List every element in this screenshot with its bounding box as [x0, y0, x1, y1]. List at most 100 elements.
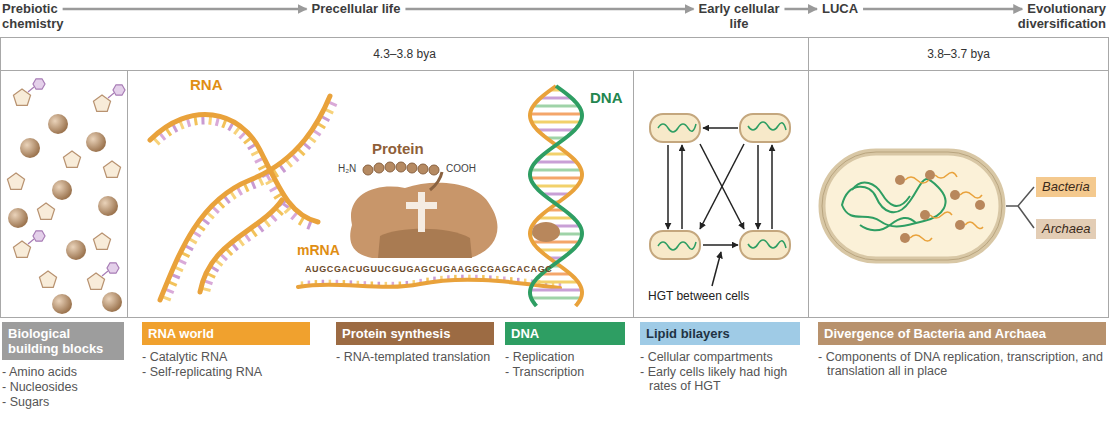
rna-strand-part — [200, 200, 282, 292]
luca-cell-part — [1006, 187, 1034, 228]
taxon-box: Bacteria — [1036, 177, 1096, 197]
base-pairs-part — [540, 97, 571, 100]
building-blocks-part — [33, 79, 45, 89]
feature-list: - Components of DNA replication, transcr… — [818, 350, 1106, 379]
early-cells-part — [650, 114, 790, 259]
luca-cell-part-part — [935, 172, 957, 178]
timeline-arrow — [784, 8, 816, 11]
early-cells — [650, 114, 790, 286]
feature-list: - Amino acids- Nucleosides- Sugars — [2, 365, 126, 410]
stage-heading: DNA — [511, 326, 619, 341]
date-band: 4.3–3.8 bya — [0, 37, 809, 71]
mrna-strand — [298, 275, 560, 288]
panel-frame-part — [633, 71, 634, 318]
stage-label: LUCA — [816, 1, 864, 16]
building-blocks-part — [37, 203, 54, 219]
terminus-label: COOH — [446, 163, 476, 174]
list-item: - Catalytic RNA — [142, 350, 324, 364]
ribosome-part-part — [363, 165, 373, 175]
early-cells-part-part — [667, 145, 669, 229]
molecule-label: mRNA — [297, 243, 340, 258]
luca-cell-part-part — [900, 233, 910, 243]
molecule-label: DNA — [590, 90, 623, 107]
building-blocks-part — [8, 208, 28, 228]
stage-label: Precellular life — [292, 1, 420, 16]
building-blocks-part — [63, 151, 80, 167]
building-blocks-part — [48, 114, 68, 134]
luca-cell-part-part — [975, 200, 985, 210]
building-blocks-part — [7, 173, 24, 189]
early-cells-part-part — [748, 122, 786, 130]
timeline-arrow — [63, 8, 307, 11]
luca-cell-part-part — [920, 210, 930, 220]
base-pairs-part — [536, 161, 577, 164]
mrna-strand-part — [298, 280, 560, 288]
ribosome-part — [350, 183, 497, 258]
luca-cell-part — [852, 182, 916, 230]
early-cells-part-part — [703, 127, 738, 129]
building-blocks-part — [28, 239, 34, 244]
date-range: 4.3–3.8 bya — [373, 47, 436, 61]
stage-name: Early cellular life — [690, 1, 788, 31]
feature-list: - Replication- Transcription — [505, 350, 631, 380]
panel-frame-part — [1, 71, 1109, 318]
list-item: - Cellular compartments — [640, 350, 804, 364]
list-item: - Components of DNA replication, transcr… — [818, 350, 1106, 378]
early-cells-part — [668, 128, 772, 286]
base-pairs-part — [533, 105, 578, 108]
list-item: - Amino acids — [2, 365, 126, 379]
building-blocks-part — [52, 180, 72, 200]
luca-cell-part-part — [895, 175, 905, 185]
list-item: - RNA-templated translation — [336, 350, 501, 364]
stage-heading: Divergence of Bacteria and Archaea — [824, 326, 1100, 341]
panel-frame — [1, 71, 1109, 318]
list-item: - Sugars — [2, 395, 126, 409]
building-blocks-part — [20, 138, 40, 158]
list-item: - Transcription — [505, 365, 631, 379]
stage-name: LUCA — [816, 1, 864, 16]
early-cells-part-part — [748, 240, 786, 248]
building-blocks-part — [86, 132, 106, 152]
stage-name: Prebiotic chemistry — [2, 1, 82, 31]
molecule-label: Protein — [372, 141, 424, 158]
date-band: 3.8–3.7 bya — [808, 37, 1109, 71]
list-item: - Early cells likely had high rates of H… — [640, 365, 804, 393]
luca-cell-part-part — [905, 177, 929, 183]
stage-name: Precellular life — [292, 1, 420, 16]
list-item: - Self-replicating RNA — [142, 365, 324, 379]
ribosome-part — [378, 229, 472, 258]
stage-heading: Biological building blocks — [8, 326, 118, 356]
building-blocks-part — [107, 263, 119, 273]
early-cells-part-part — [700, 144, 744, 229]
dna-helix-part — [532, 222, 560, 242]
timeline-arrow — [863, 8, 1022, 11]
luca-cell-part — [895, 170, 985, 243]
stage-heading-box: Divergence of Bacteria and Archaea- Comp… — [818, 322, 1106, 345]
taxon-box: Archaea — [1036, 219, 1096, 239]
base-pairs-part — [531, 169, 582, 172]
callout-label: HGT between cells — [648, 290, 749, 303]
stage-heading: Protein synthesis — [342, 326, 488, 341]
ribosome — [350, 162, 497, 258]
stage-heading-box: DNA- Replication- Transcription — [505, 322, 625, 345]
list-item: - Nucleosides — [2, 380, 126, 394]
base-pairs-part — [538, 217, 573, 220]
ribosome-part — [418, 192, 425, 232]
base-pairs-part — [539, 249, 572, 252]
luca-cell-part — [905, 172, 983, 241]
base-pairs-part — [535, 185, 578, 188]
early-cells-part-part — [700, 144, 744, 229]
luca-cell-part-part — [910, 235, 932, 241]
early-cells-part-part — [771, 145, 773, 229]
building-blocks-part — [93, 233, 110, 249]
building-blocks-part — [98, 196, 118, 216]
building-blocks-part — [108, 93, 114, 98]
early-cells-part-part — [703, 244, 738, 246]
ribosome-part — [363, 162, 439, 175]
base-rungs — [153, 115, 312, 230]
early-cells-part-part — [681, 145, 683, 229]
building-blocks — [7, 79, 125, 314]
early-cells-part — [658, 122, 786, 250]
early-cells-part-part — [740, 231, 790, 259]
base-pairs-part — [537, 129, 574, 132]
